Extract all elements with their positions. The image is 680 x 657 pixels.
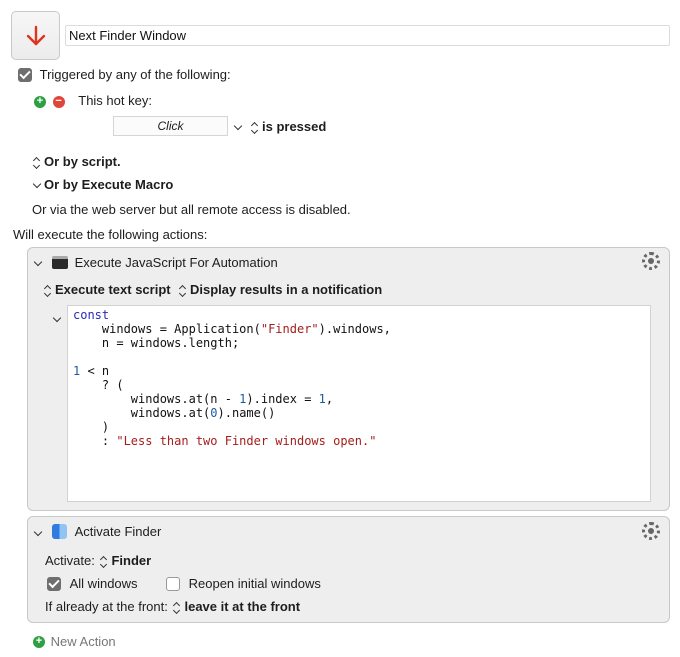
- code-line: windows = Application("Finder").windows,: [73, 322, 391, 336]
- updown-icon: [173, 602, 181, 614]
- updown-icon: [179, 285, 187, 297]
- hotkey-state: is pressed: [262, 119, 327, 134]
- finder-action-disclosure[interactable]: [33, 525, 47, 540]
- trigger-checkbox[interactable]: [18, 67, 32, 82]
- gear-icon[interactable]: [642, 522, 660, 540]
- finder-action-title-row: Activate Finder: [52, 523, 162, 540]
- code-line: ): [73, 420, 110, 434]
- actions-header: Will execute the following actions:: [13, 227, 208, 242]
- code-line: n = windows.length;: [73, 336, 240, 350]
- front-behavior: leave it at the front: [184, 599, 301, 614]
- code-line: 1 < n: [73, 364, 110, 378]
- trigger-header: Triggered by any of the following:: [39, 67, 231, 83]
- new-action-label: New Action: [50, 634, 116, 650]
- macro-icon-well[interactable]: [11, 11, 60, 60]
- all-windows-label: All windows: [69, 576, 138, 592]
- updown-icon: [44, 285, 52, 297]
- finder-icon: [52, 524, 67, 540]
- results-mode: Display results in a notification: [190, 282, 383, 297]
- gear-icon[interactable]: [642, 252, 660, 270]
- new-action-button[interactable]: + New Action: [33, 633, 116, 649]
- hotkey-state-popup[interactable]: is pressed: [251, 119, 326, 134]
- js-action-disclosure[interactable]: [33, 255, 47, 270]
- all-windows-checkbox[interactable]: [47, 576, 61, 591]
- hotkey-dropdown[interactable]: [233, 119, 247, 134]
- trigger-row: Triggered by any of the following:: [18, 66, 231, 82]
- add-trigger-icon[interactable]: +: [34, 95, 46, 108]
- down-arrow-icon: [26, 25, 45, 45]
- add-icon: +: [33, 635, 45, 648]
- chevron-down-icon: [33, 527, 43, 536]
- chevron-down-icon: [52, 313, 62, 322]
- js-action-title-row: Execute JavaScript For Automation: [52, 254, 278, 270]
- reopen-row[interactable]: Reopen initial windows: [166, 575, 321, 591]
- or-by-script: Or by script.: [44, 154, 121, 169]
- js-action-panel: Execute JavaScript For Automation Execut…: [27, 247, 670, 511]
- remove-trigger-icon[interactable]: −: [52, 95, 65, 108]
- chevron-down-icon: [233, 121, 243, 130]
- updown-icon: [100, 556, 108, 568]
- activate-app-popup[interactable]: Finder: [98, 553, 151, 568]
- finder-action-panel: Activate Finder Activate: Finder All win…: [27, 516, 670, 623]
- script-editor[interactable]: const windows = Application("Finder").wi…: [67, 305, 651, 502]
- hotkey-label: This hot key:: [78, 93, 152, 109]
- or-by-execute-macro-row[interactable]: Or by Execute Macro: [32, 177, 174, 192]
- activate-app: Finder: [111, 553, 152, 568]
- activate-row: Activate: Finder: [45, 553, 151, 568]
- or-by-execute-macro: Or by Execute Macro: [44, 177, 174, 192]
- code-disclosure[interactable]: [52, 311, 66, 326]
- web-server-note: Or via the web server but all remote acc…: [32, 202, 351, 217]
- code-line: const: [73, 308, 110, 322]
- reopen-label: Reopen initial windows: [188, 576, 321, 592]
- execute-mode: Execute text script: [55, 282, 171, 297]
- code-line: windows.at(n - 1).index = 1,: [73, 392, 334, 406]
- code-line: windows.at(0).name(): [73, 406, 276, 420]
- macro-name-field[interactable]: Next Finder Window: [65, 25, 670, 46]
- code-line: [73, 350, 645, 364]
- hotkey-row: + − This hot key:: [34, 92, 152, 108]
- front-label: If already at the front:: [45, 599, 168, 614]
- or-by-script-row[interactable]: Or by script.: [33, 154, 121, 169]
- updown-icon: [251, 122, 259, 134]
- finder-action-title: Activate Finder: [74, 524, 162, 540]
- execute-mode-popup[interactable]: Execute text script: [44, 282, 171, 297]
- front-row: If already at the front: leave it at the…: [45, 599, 300, 614]
- terminal-icon: [52, 256, 68, 270]
- results-mode-popup[interactable]: Display results in a notification: [179, 282, 382, 297]
- code-line: ? (: [73, 378, 124, 392]
- updown-icon: [33, 157, 41, 169]
- chevron-down-icon: [33, 257, 43, 266]
- chevron-down-icon: [32, 179, 42, 188]
- activate-label: Activate:: [45, 553, 95, 568]
- reopen-checkbox[interactable]: [166, 576, 180, 591]
- all-windows-row[interactable]: All windows: [47, 575, 138, 591]
- js-action-title: Execute JavaScript For Automation: [74, 255, 278, 271]
- front-behavior-popup[interactable]: leave it at the front: [171, 599, 300, 614]
- code-line: : "Less than two Finder windows open.": [73, 434, 377, 448]
- hotkey-field[interactable]: Click: [113, 116, 228, 136]
